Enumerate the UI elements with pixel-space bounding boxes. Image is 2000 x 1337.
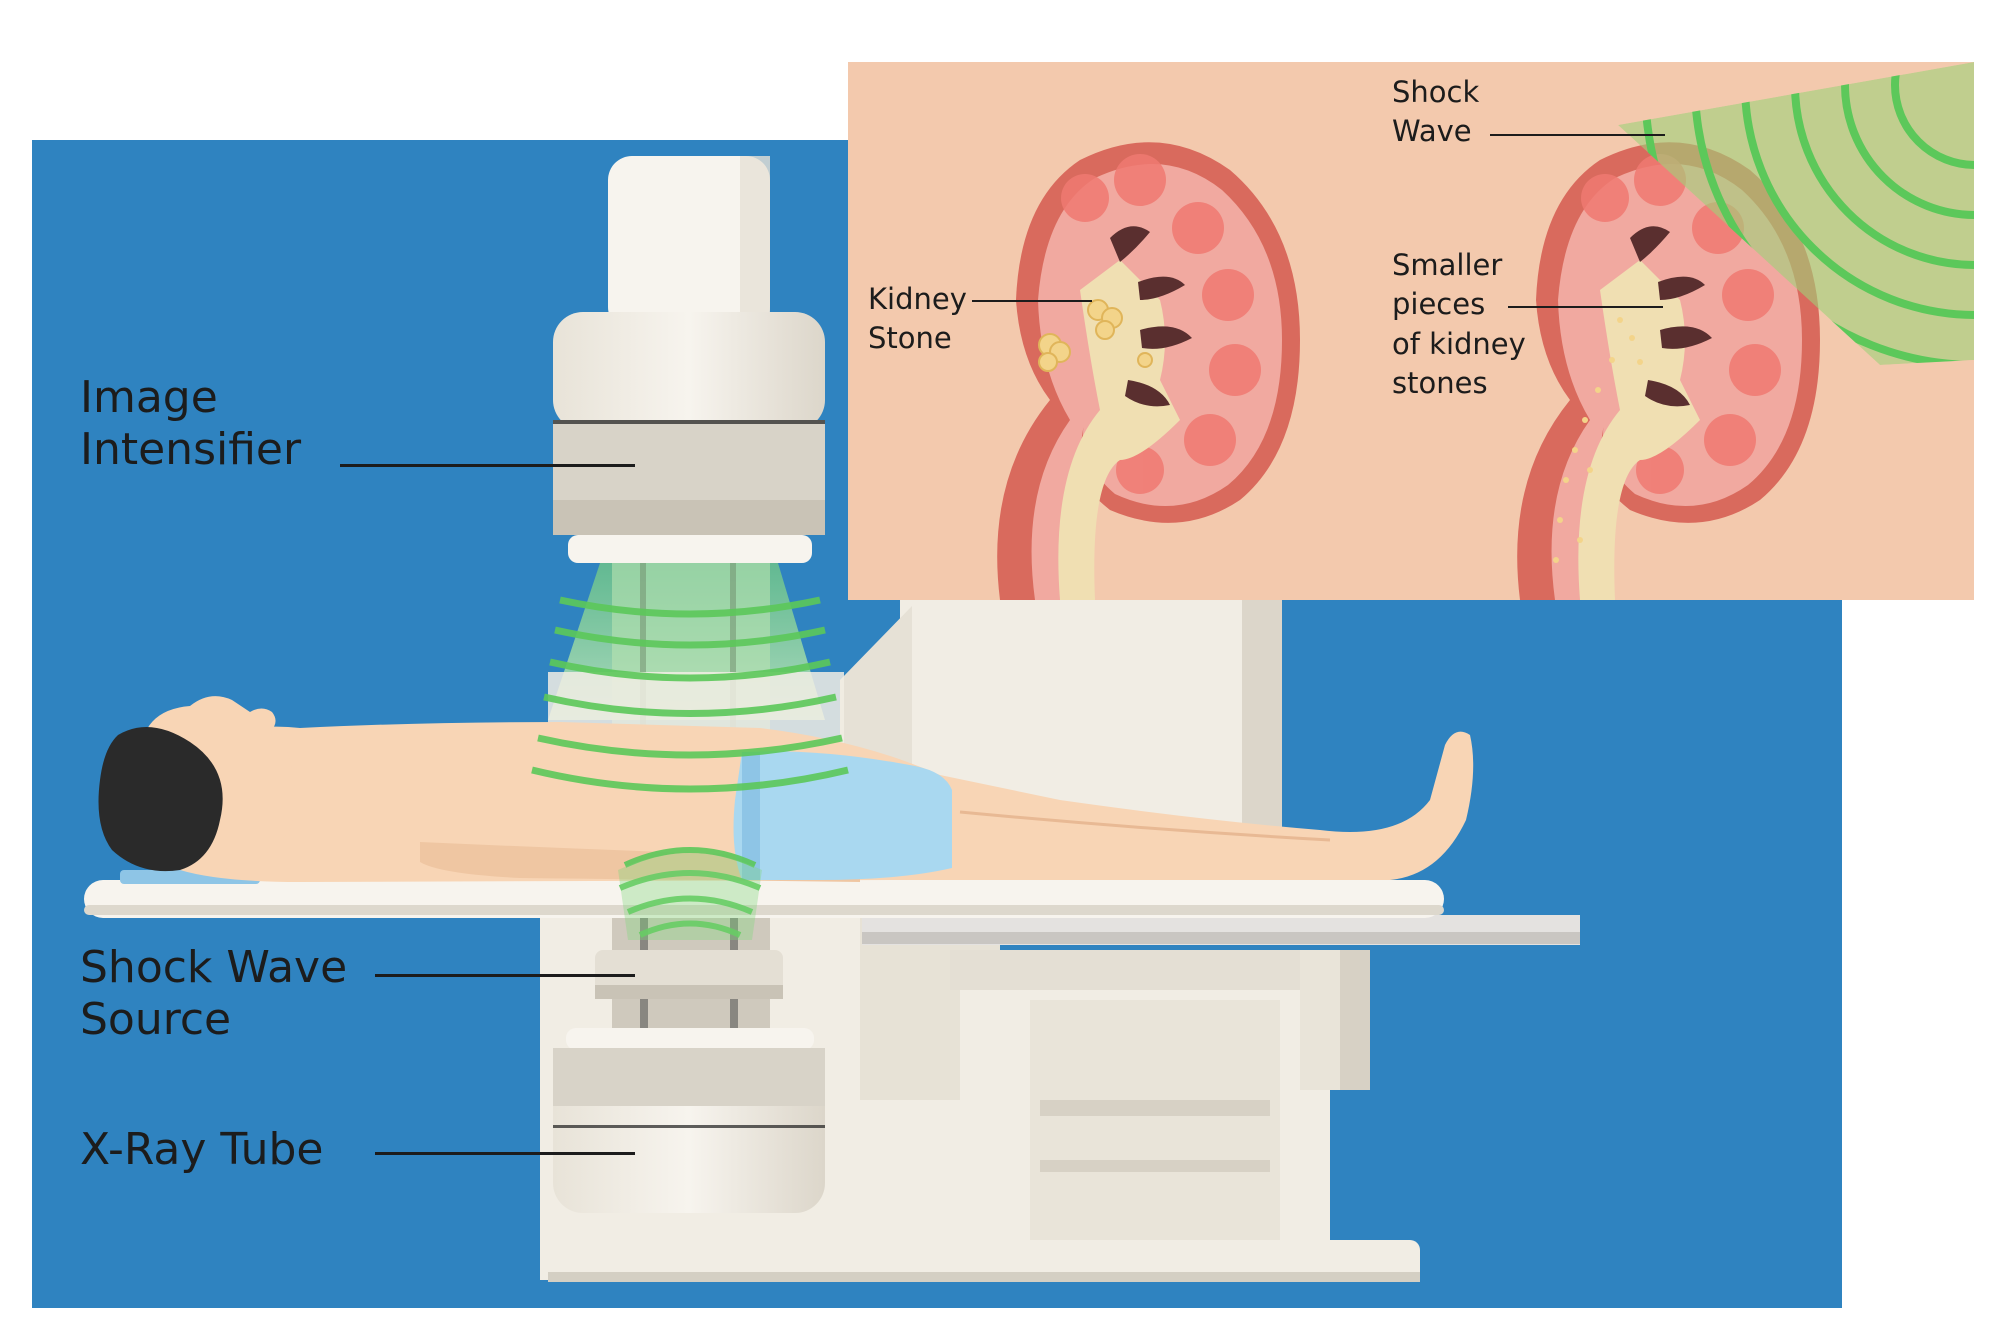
smaller-pieces-label-line3: of kidney: [1392, 326, 1526, 361]
image-intensifier-label: Image Intensifier: [80, 372, 301, 476]
shock-wave-source-label-line1: Shock Wave: [80, 942, 348, 993]
lower-shock-waves: [618, 847, 762, 938]
xray-tube-label: X-Ray Tube: [80, 1124, 324, 1175]
kidney-stone-label-line1: Kidney: [868, 282, 967, 316]
shock-wave-source-label: Shock Wave Source: [80, 942, 347, 1046]
shock-wave-source-leader: [375, 974, 635, 977]
shock-wave-emitter-cone: [618, 853, 762, 940]
shock-wave-source-label-line2: Source: [80, 993, 232, 1045]
smaller-pieces-leader: [1508, 306, 1663, 308]
lithotripter-machine: [84, 156, 1580, 1282]
smaller-pieces-label-line1: Smaller: [1392, 248, 1503, 282]
image-intensifier-label-line1: Image: [80, 372, 218, 423]
kidney-stone-label: Kidney Stone: [868, 280, 967, 359]
kidney-stone-label-line2: Stone: [868, 321, 952, 356]
kidney-before: [997, 142, 1300, 600]
image-intensifier-leader: [340, 464, 635, 467]
shock-wave-label-line2: Wave: [1392, 114, 1472, 149]
kidney-after: [1517, 142, 1820, 600]
xray-tube-leader: [375, 1152, 635, 1155]
shock-wave-label-line1: Shock: [1392, 75, 1480, 109]
smaller-pieces-label-line2: pieces: [1392, 287, 1486, 322]
upper-shock-waves: [531, 596, 849, 793]
smaller-pieces-label-line4: stones: [1392, 366, 1488, 401]
smaller-pieces-label: Smaller pieces of kidney stones: [1392, 246, 1526, 404]
kidney-inset: [848, 62, 1974, 600]
shock-wave-label: Shock Wave: [1392, 73, 1479, 152]
kidney-stone-leader: [972, 300, 1092, 302]
shock-wave-leader: [1490, 134, 1665, 136]
image-intensifier-label-line2: Intensifier: [80, 423, 302, 475]
